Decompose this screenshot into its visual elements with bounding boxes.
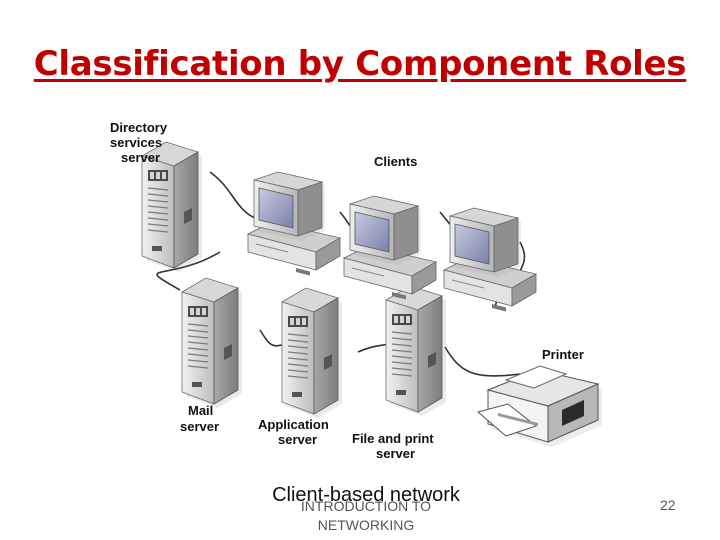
label-application-2: server xyxy=(278,432,317,447)
label-directory-3: server xyxy=(121,150,160,165)
page-number: 22 xyxy=(660,497,676,513)
slide-title: Classification by Component Roles xyxy=(33,44,687,84)
label-directory-1: Directory xyxy=(110,120,168,135)
label-printer: Printer xyxy=(542,347,584,362)
label-directory-2: services xyxy=(110,135,162,150)
mail-server-icon xyxy=(181,277,243,409)
label-mail-1: Mail xyxy=(188,403,213,418)
footer-line-2: NETWORKING xyxy=(317,517,415,533)
footer-line-1: INTRODUCTION TO xyxy=(300,498,432,514)
label-fileprint-1: File and print xyxy=(352,431,434,446)
client-computer-icon xyxy=(247,171,341,276)
label-application-1: Application xyxy=(258,417,329,432)
file-print-server-icon xyxy=(385,285,447,417)
figure-caption: Client-based network xyxy=(272,484,460,506)
client-computer-icon xyxy=(443,207,537,312)
printer-icon xyxy=(477,365,603,448)
label-clients: Clients xyxy=(374,154,417,169)
label-fileprint-2: server xyxy=(376,446,415,461)
application-server-icon xyxy=(281,287,343,419)
label-mail-2: server xyxy=(180,419,219,434)
footer-text: INTRODUCTION TO NETWORKING xyxy=(286,497,446,535)
network-diagram: Directory services server Clients Printe… xyxy=(110,120,603,461)
client-computer-icon xyxy=(343,195,437,300)
